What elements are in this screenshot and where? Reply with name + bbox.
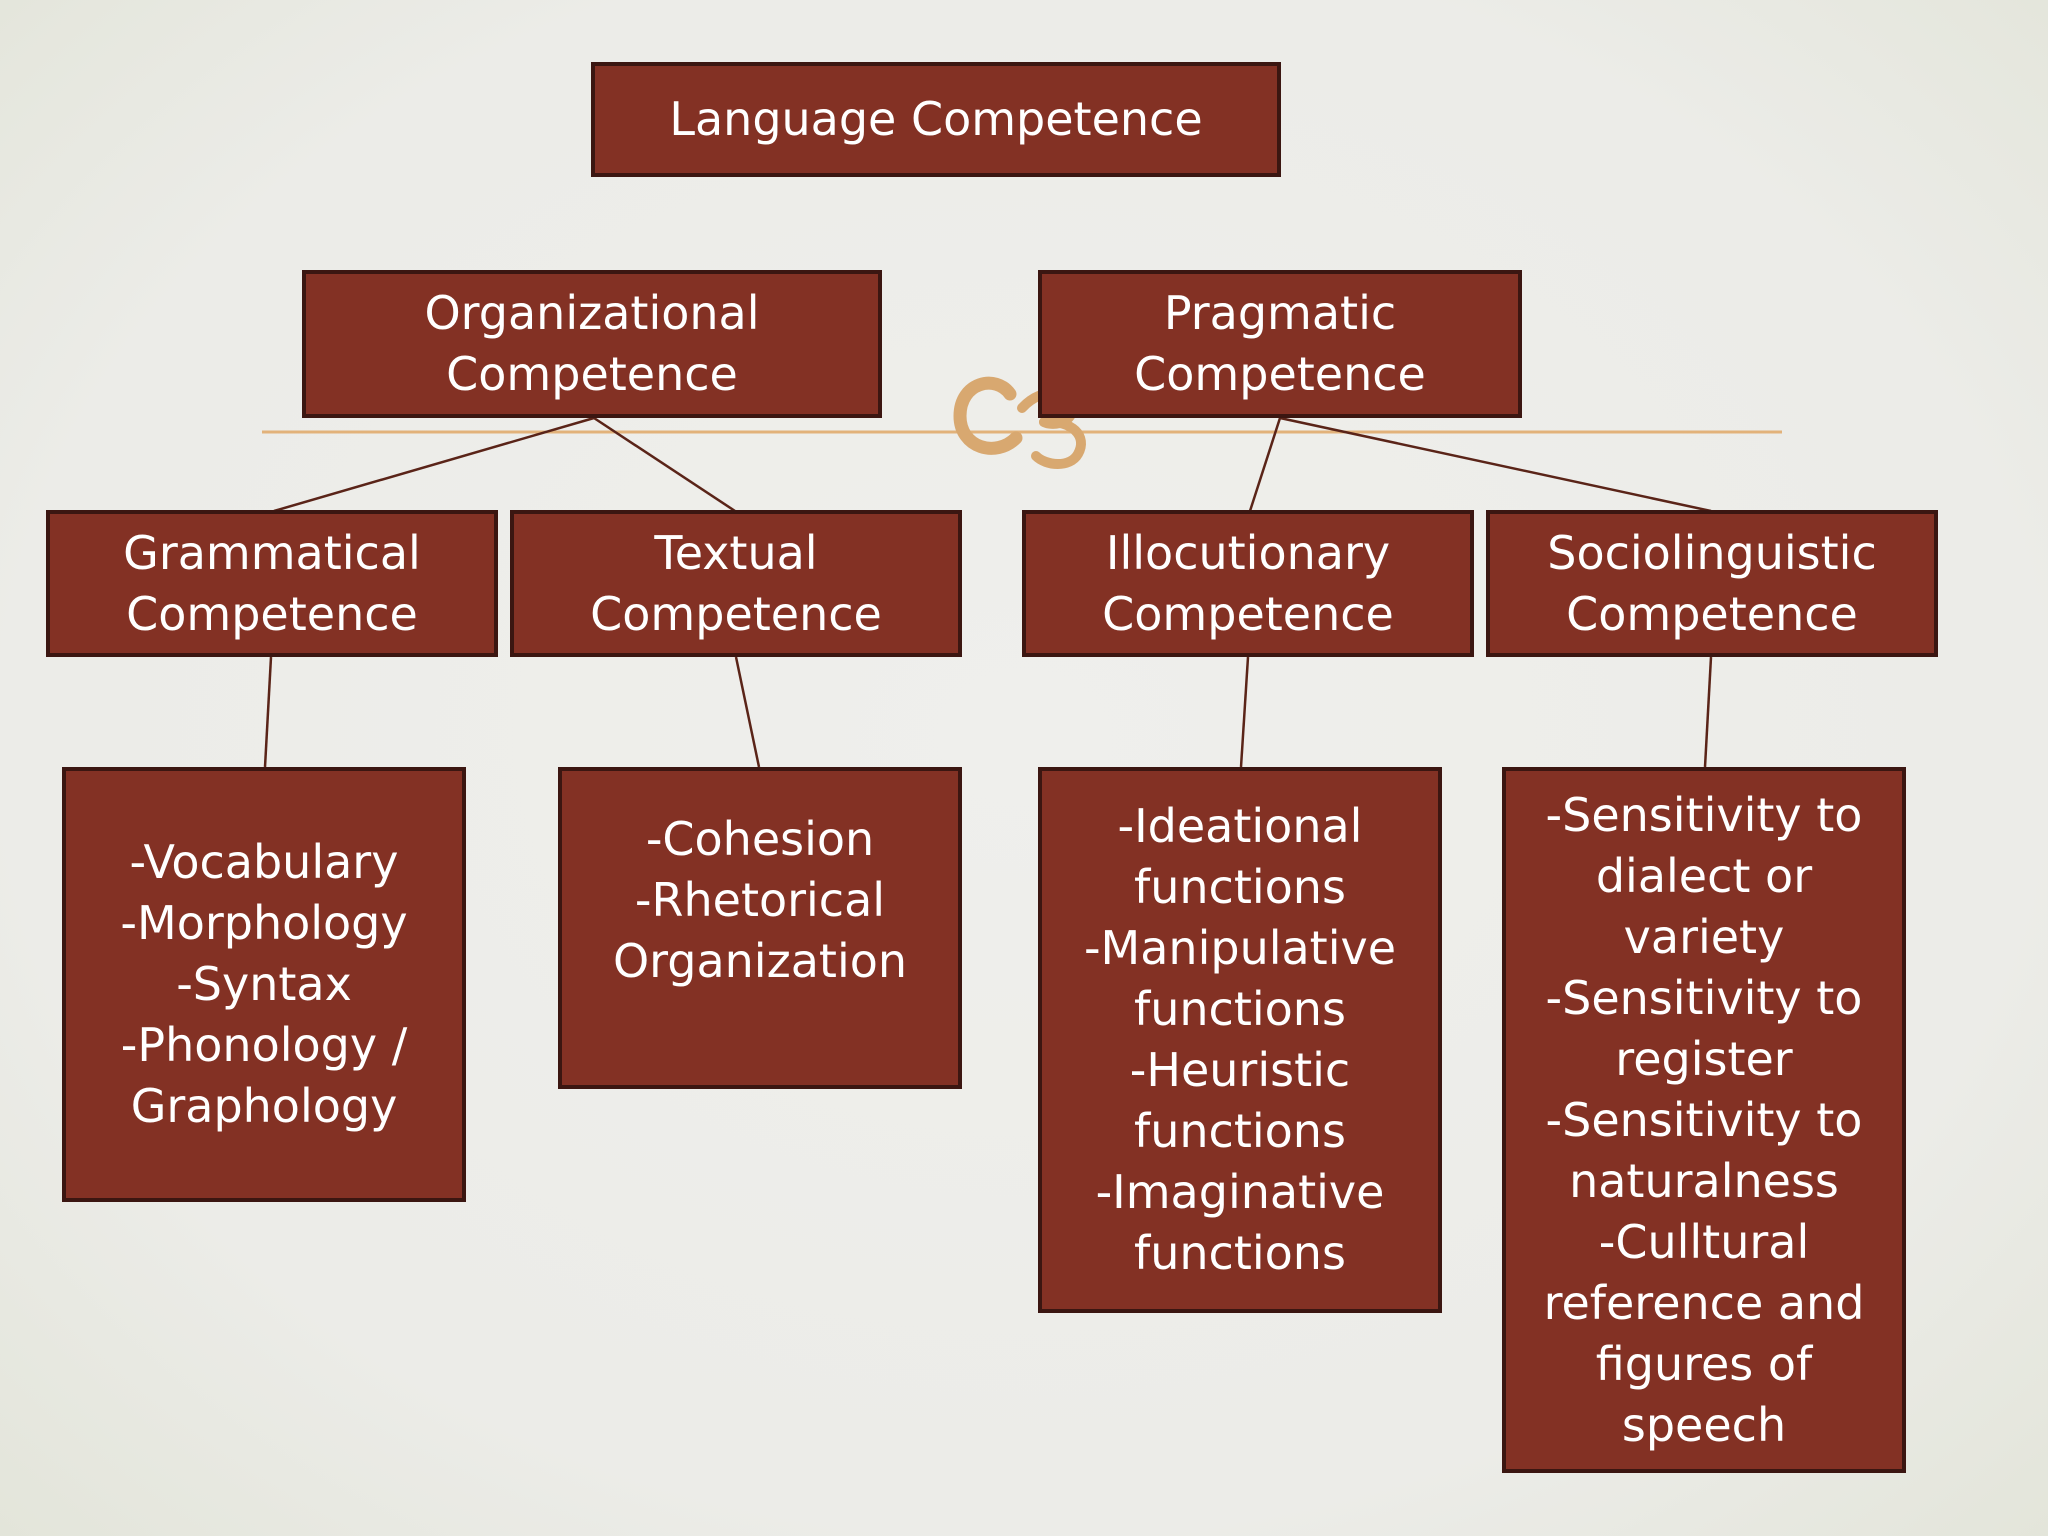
node-illocutionary-competence: Illocutionary Competence (1022, 510, 1474, 657)
node-organizational-competence: Organizational Competence (302, 270, 882, 418)
node-textual-items: -Cohesion -Rhetorical Organization (558, 767, 962, 1089)
connector-grammatical-items (263, 656, 273, 768)
connector-textual-items (734, 656, 761, 768)
connector-pragmatic-sociolinguistic (1279, 416, 1712, 513)
node-grammatical-competence-label: Grammatical Competence (123, 525, 421, 641)
connector-pragmatic-illocutionary (1248, 417, 1282, 512)
node-textual-items-label: -Cohesion -Rhetorical Organization (612, 812, 908, 988)
node-textual-competence: Textual Competence (510, 510, 962, 657)
node-grammatical-competence: Grammatical Competence (46, 510, 498, 657)
node-sociolinguistic-competence: Sociolinguistic Competence (1486, 510, 1938, 657)
node-language-competence-label: Language Competence (669, 92, 1203, 146)
node-pragmatic-competence: Pragmatic Competence (1038, 270, 1522, 418)
node-sociolinguistic-items-label: -Sensitivity to dialect or variety -Sens… (1543, 787, 1865, 1452)
node-language-competence: Language Competence (591, 62, 1281, 177)
node-organizational-competence-label: Organizational Competence (424, 286, 760, 401)
node-illocutionary-items-label: -Ideational functions -Manipulative func… (1083, 799, 1397, 1280)
connector-organizational-textual (593, 416, 736, 513)
node-illocutionary-competence-label: Illocutionary Competence (1102, 525, 1394, 641)
node-textual-competence-label: Textual Competence (590, 525, 882, 641)
connector-sociolinguistic-items (1703, 656, 1713, 768)
node-grammatical-items-label: -Vocabulary -Morphology -Syntax -Phonolo… (120, 835, 408, 1133)
node-sociolinguistic-competence-label: Sociolinguistic Competence (1547, 525, 1877, 641)
node-pragmatic-competence-label: Pragmatic Competence (1134, 286, 1426, 401)
connector-illocutionary-items (1239, 656, 1250, 768)
connector-organizational-grammatical (273, 416, 595, 513)
node-sociolinguistic-items: -Sensitivity to dialect or variety -Sens… (1502, 767, 1906, 1473)
node-grammatical-items: -Vocabulary -Morphology -Syntax -Phonolo… (62, 767, 466, 1202)
node-illocutionary-items: -Ideational functions -Manipulative func… (1038, 767, 1442, 1313)
